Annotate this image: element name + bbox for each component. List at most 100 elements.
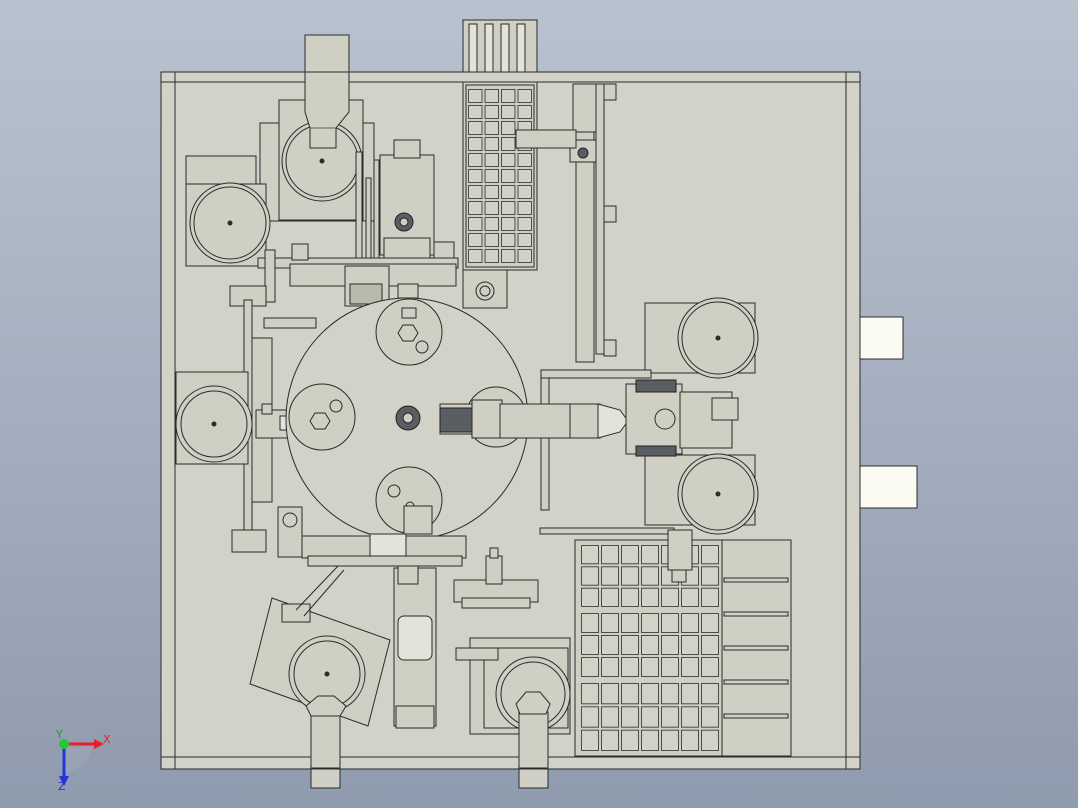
tray-cell bbox=[701, 545, 719, 565]
tray-cell bbox=[468, 89, 483, 103]
tray-cell bbox=[701, 635, 719, 655]
tray-rail bbox=[723, 611, 789, 617]
tray-cell bbox=[501, 201, 516, 215]
tray-cell bbox=[501, 121, 516, 135]
tray-cell bbox=[661, 729, 679, 751]
tray-cell bbox=[681, 729, 699, 751]
tray-cell bbox=[661, 635, 679, 655]
bottom-chute-right bbox=[518, 767, 549, 789]
tray-cell bbox=[641, 587, 659, 607]
tray-cell bbox=[641, 566, 659, 586]
tray-cell bbox=[641, 729, 659, 751]
tray-cell bbox=[468, 137, 483, 151]
tray-cell bbox=[621, 545, 639, 565]
tray-cell bbox=[501, 89, 516, 103]
tray-cell bbox=[501, 249, 516, 263]
tray-cell bbox=[681, 657, 699, 677]
tray-cell bbox=[601, 706, 619, 728]
tray-cell bbox=[468, 169, 483, 183]
vibratory-bowl-icon bbox=[175, 371, 253, 465]
tray-cell bbox=[621, 566, 639, 586]
tray-cell bbox=[517, 217, 532, 231]
coordinate-triad-icon: X Y Z bbox=[55, 728, 111, 793]
bottom-chute-left bbox=[310, 767, 341, 789]
tray-cell bbox=[517, 201, 532, 215]
tray-cell bbox=[601, 587, 619, 607]
tray-cell bbox=[581, 545, 599, 565]
tray-cell bbox=[661, 587, 679, 607]
tray-cell bbox=[484, 137, 499, 151]
right-upper-bowl bbox=[644, 297, 759, 379]
tray-cell bbox=[641, 706, 659, 728]
top-hopper-chute bbox=[304, 34, 350, 73]
y-axis-label: Y bbox=[55, 728, 63, 741]
tray-cell bbox=[621, 706, 639, 728]
grid-tray-icon bbox=[462, 81, 538, 271]
tray-cell bbox=[501, 233, 516, 247]
tray-rail bbox=[723, 679, 789, 685]
right-lower-bowl bbox=[644, 453, 759, 535]
tray-rail bbox=[723, 577, 789, 583]
top-guard-frame bbox=[462, 19, 538, 73]
tray-cell bbox=[484, 153, 499, 167]
tray-cell bbox=[661, 613, 679, 633]
tray-cell bbox=[701, 587, 719, 607]
tray-cell bbox=[701, 657, 719, 677]
tray-cell bbox=[581, 635, 599, 655]
tray-cell bbox=[701, 683, 719, 705]
tray-cell bbox=[484, 217, 499, 231]
tray-cell bbox=[484, 105, 499, 119]
robot-arm bbox=[439, 369, 739, 511]
tray-cell bbox=[501, 153, 516, 167]
tray-cell bbox=[681, 613, 699, 633]
x-axis-label: X bbox=[103, 733, 111, 746]
tray-cell bbox=[468, 153, 483, 167]
tray-cell bbox=[468, 201, 483, 215]
tray-cell bbox=[681, 587, 699, 607]
tray-cell bbox=[601, 683, 619, 705]
tray-cell bbox=[601, 613, 619, 633]
tray-cell bbox=[701, 706, 719, 728]
tray-cell bbox=[621, 729, 639, 751]
tray-cell bbox=[517, 89, 532, 103]
vibratory-bowl-icon bbox=[259, 71, 375, 222]
tray-cell bbox=[641, 635, 659, 655]
tray-cell bbox=[484, 121, 499, 135]
tray-cell bbox=[484, 89, 499, 103]
lower-transfer-rail bbox=[277, 505, 675, 567]
tray-cell bbox=[468, 249, 483, 263]
tray-cell bbox=[581, 706, 599, 728]
tray-cell bbox=[501, 169, 516, 183]
tray-cell bbox=[601, 566, 619, 586]
tray-cell bbox=[517, 153, 532, 167]
tray-cell bbox=[621, 587, 639, 607]
tray-cell bbox=[601, 635, 619, 655]
tray-cell bbox=[501, 105, 516, 119]
tray-cell bbox=[621, 657, 639, 677]
vibratory-bowl-icon bbox=[185, 155, 271, 267]
tray-cell bbox=[621, 635, 639, 655]
tray-cell bbox=[517, 249, 532, 263]
tray-cell bbox=[661, 683, 679, 705]
vibratory-bowl-icon bbox=[249, 565, 391, 769]
vertical-pick-arm bbox=[515, 83, 617, 363]
tray-cell bbox=[661, 706, 679, 728]
top-transfer-rail bbox=[257, 243, 459, 307]
tray-cell bbox=[661, 657, 679, 677]
tray-cell bbox=[681, 635, 699, 655]
vibratory-bowl-icon bbox=[455, 637, 571, 769]
tray-cell bbox=[517, 185, 532, 199]
tray-cell bbox=[484, 249, 499, 263]
tray-cell bbox=[468, 105, 483, 119]
tray-cell bbox=[484, 169, 499, 183]
tray-cell bbox=[601, 657, 619, 677]
tray-cell bbox=[581, 613, 599, 633]
tray-cell bbox=[621, 613, 639, 633]
tray-cell bbox=[641, 683, 659, 705]
tray-cell bbox=[484, 185, 499, 199]
tray-cell bbox=[517, 105, 532, 119]
tray-cell bbox=[501, 137, 516, 151]
tray-cell bbox=[501, 185, 516, 199]
tray-cell bbox=[501, 217, 516, 231]
